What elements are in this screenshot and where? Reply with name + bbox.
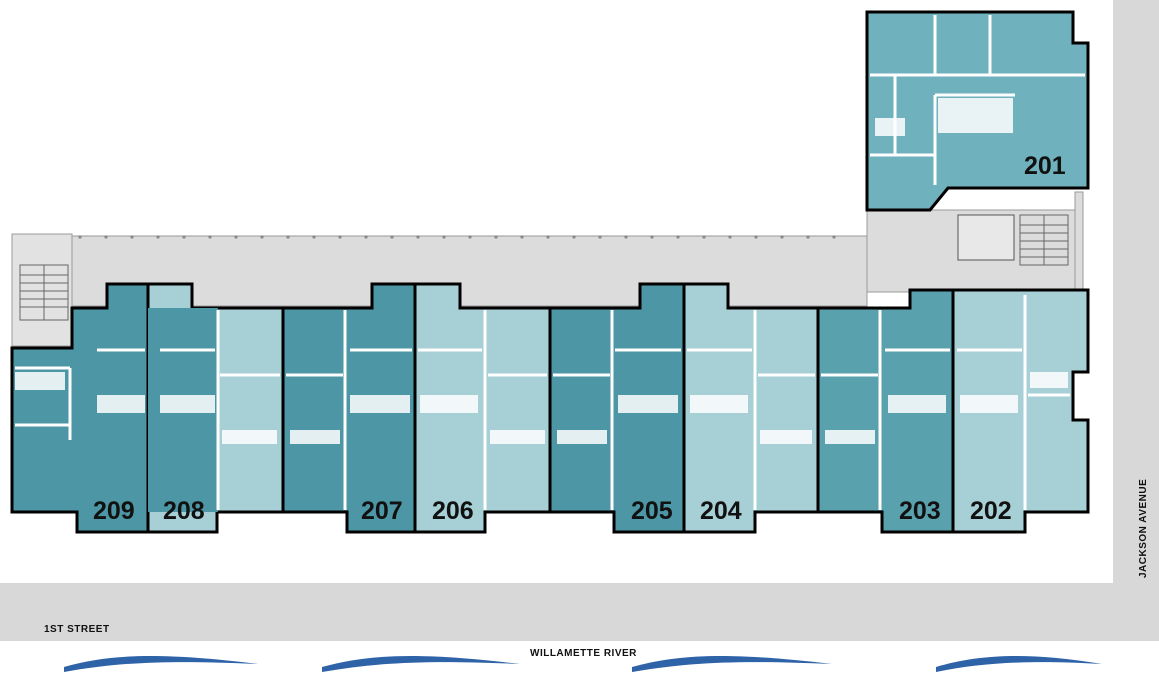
unit-201[interactable]: 201 — [865, 10, 1090, 212]
avenue-label: JACKSON AVENUE — [1138, 479, 1149, 578]
railing-post — [78, 235, 82, 239]
railing-post — [624, 235, 628, 239]
stair-west — [19, 264, 69, 321]
river-label: WILLAMETTE RIVER — [530, 648, 637, 659]
avenue-band — [1113, 0, 1159, 583]
unit-203[interactable]: 203 — [816, 288, 955, 534]
railing-post — [156, 235, 160, 239]
elevator — [957, 214, 1015, 261]
river-waves — [64, 656, 1102, 672]
unit-number-206: 206 — [432, 497, 474, 525]
railing-post — [286, 235, 290, 239]
railing-post — [728, 235, 732, 239]
railing-post — [416, 235, 420, 239]
unit-number-205: 205 — [631, 497, 673, 525]
unit-number-202: 202 — [970, 497, 1012, 525]
railing-post — [390, 235, 394, 239]
railing-post — [208, 235, 212, 239]
unit-204[interactable]: 204 — [682, 282, 820, 534]
corridor-railing — [78, 235, 836, 239]
railing-post — [364, 235, 368, 239]
unit-number-204: 204 — [700, 497, 742, 525]
railing-post — [780, 235, 784, 239]
railing-post — [468, 235, 472, 239]
stair-east — [1019, 214, 1069, 266]
railing-post — [442, 235, 446, 239]
railing-post — [754, 235, 758, 239]
railing-post — [104, 235, 108, 239]
railing-post — [572, 235, 576, 239]
unit-206[interactable]: 206 — [413, 282, 552, 534]
railing-post — [234, 235, 238, 239]
railing-post — [130, 235, 134, 239]
railing-post — [520, 235, 524, 239]
street-label: 1ST STREET — [44, 624, 110, 635]
railing-post — [702, 235, 706, 239]
unit-number-203: 203 — [899, 497, 941, 525]
railing-post — [806, 235, 810, 239]
railing-post — [312, 235, 316, 239]
unit-number-207: 207 — [361, 497, 403, 525]
unit-208[interactable]: 208 — [146, 282, 285, 534]
unit-207[interactable]: 207 — [281, 282, 417, 534]
railing-post — [260, 235, 264, 239]
railing-post — [182, 235, 186, 239]
railing-post — [676, 235, 680, 239]
railing-post — [598, 235, 602, 239]
unit-number-201: 201 — [1024, 152, 1066, 180]
railing-post — [832, 235, 836, 239]
unit-number-209: 209 — [93, 497, 135, 525]
unit-202[interactable]: 202 — [951, 288, 1090, 534]
railing-post — [494, 235, 498, 239]
unit-number-208: 208 — [163, 497, 205, 525]
railing-post — [546, 235, 550, 239]
street-band — [0, 583, 1159, 641]
railing-post — [338, 235, 342, 239]
railing-post — [650, 235, 654, 239]
unit-205[interactable]: 205 — [548, 282, 686, 534]
